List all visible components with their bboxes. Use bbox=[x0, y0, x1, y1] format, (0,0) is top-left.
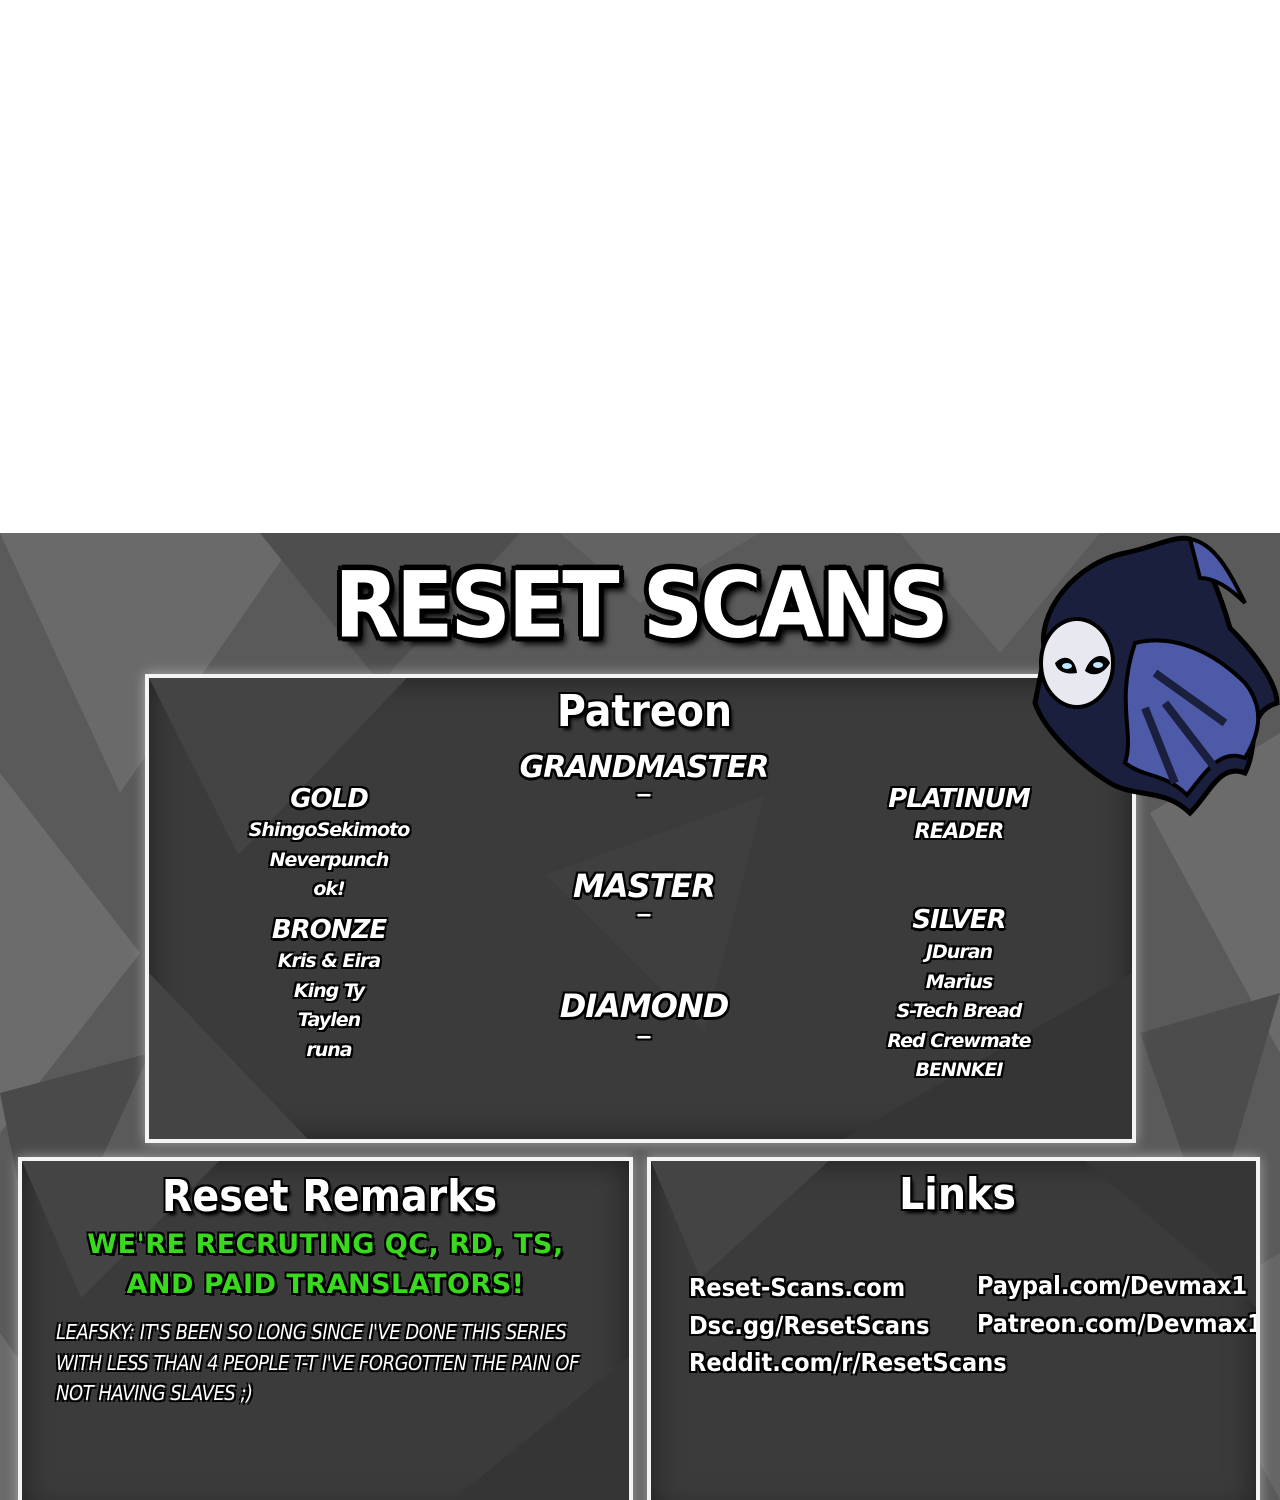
patreon-heading: Patreon bbox=[556, 686, 733, 737]
member-name: ok! bbox=[313, 878, 345, 900]
member-name: S-Tech Bread bbox=[896, 1000, 1023, 1022]
tier-platinum-label: PLATINUM bbox=[888, 784, 1030, 814]
member-name: Marius bbox=[925, 970, 993, 993]
tier-silver-label: SILVER bbox=[912, 905, 1006, 935]
translator-note: LEAFSKY: IT'S BEEN SO LONG SINCE I'VE DO… bbox=[56, 1320, 579, 1405]
tier-gold-label: GOLD bbox=[290, 784, 369, 814]
recruit-line-1: WE'RE RECRUTING QC, RD, TS, bbox=[87, 1229, 564, 1260]
tier-bronze-label: BRONZE bbox=[271, 915, 387, 945]
recruit-line-2: AND PAID TRANSLATORS! bbox=[126, 1269, 525, 1300]
tier-master-members: – bbox=[636, 898, 652, 928]
links-left-column: Reset-Scans.com Dsc.gg/ResetScans Reddit… bbox=[689, 1269, 1007, 1382]
remarks-panel: Reset Remarks WE'RE RECRUTING QC, RD, TS… bbox=[18, 1157, 633, 1500]
panel-texture bbox=[149, 678, 1132, 1139]
link-reset-scans[interactable]: Reset-Scans.com bbox=[689, 1273, 906, 1302]
link-patreon[interactable]: Patreon.com/Devmax1 bbox=[977, 1308, 1260, 1338]
tier-grandmaster-members: – bbox=[636, 778, 652, 808]
member-name: Taylen bbox=[297, 1009, 361, 1031]
tier-gold-members: ShingoSekimoto Neverpunch ok! bbox=[229, 816, 429, 905]
member-name: BENNKEI bbox=[915, 1059, 1003, 1081]
member-name: Red Crewmate bbox=[887, 1029, 1031, 1052]
links-right-column: Paypal.com/Devmax1 Patreon.com/Devmax1 bbox=[977, 1267, 1260, 1342]
member-name: Neverpunch bbox=[269, 848, 390, 871]
hooded-mascot-icon bbox=[1032, 535, 1280, 817]
member-name: runa bbox=[306, 1038, 352, 1061]
tier-platinum-members: READER bbox=[849, 817, 1069, 847]
tier-diamond-members: – bbox=[636, 1020, 652, 1050]
links-heading: Links bbox=[899, 1169, 1016, 1220]
link-reddit[interactable]: Reddit.com/r/ResetScans bbox=[689, 1348, 1007, 1377]
member-name: Kris & Eira bbox=[277, 950, 381, 972]
tier-bronze-members: Kris & Eira King Ty Taylen runa bbox=[229, 947, 429, 1065]
remarks-heading: Reset Remarks bbox=[161, 1171, 498, 1222]
tier-grandmaster-label: GRANDMASTER bbox=[519, 750, 770, 785]
member-name: READER bbox=[914, 819, 1005, 843]
member-name: ShingoSekimoto bbox=[248, 819, 411, 841]
member-name: JDuran bbox=[925, 941, 993, 963]
tier-silver-members: JDuran Marius S-Tech Bread Red Crewmate … bbox=[849, 938, 1069, 1086]
credits-banner: RESET SCANS Patreon GRANDMASTER – MASTER… bbox=[0, 533, 1280, 1500]
links-panel: Links Reset-Scans.com Dsc.gg/ResetScans … bbox=[647, 1157, 1260, 1500]
panel-texture bbox=[22, 1161, 629, 1500]
link-discord[interactable]: Dsc.gg/ResetScans bbox=[689, 1310, 930, 1340]
member-name: King Ty bbox=[293, 979, 365, 1002]
patreon-panel: Patreon GRANDMASTER – MASTER – DIAMOND –… bbox=[145, 674, 1136, 1143]
site-title: RESET SCANS bbox=[334, 552, 948, 658]
panel-texture bbox=[651, 1161, 1256, 1308]
tier-diamond-label: DIAMOND bbox=[559, 987, 730, 1025]
tier-master-label: MASTER bbox=[573, 867, 716, 905]
link-paypal[interactable]: Paypal.com/Devmax1 bbox=[977, 1271, 1248, 1300]
